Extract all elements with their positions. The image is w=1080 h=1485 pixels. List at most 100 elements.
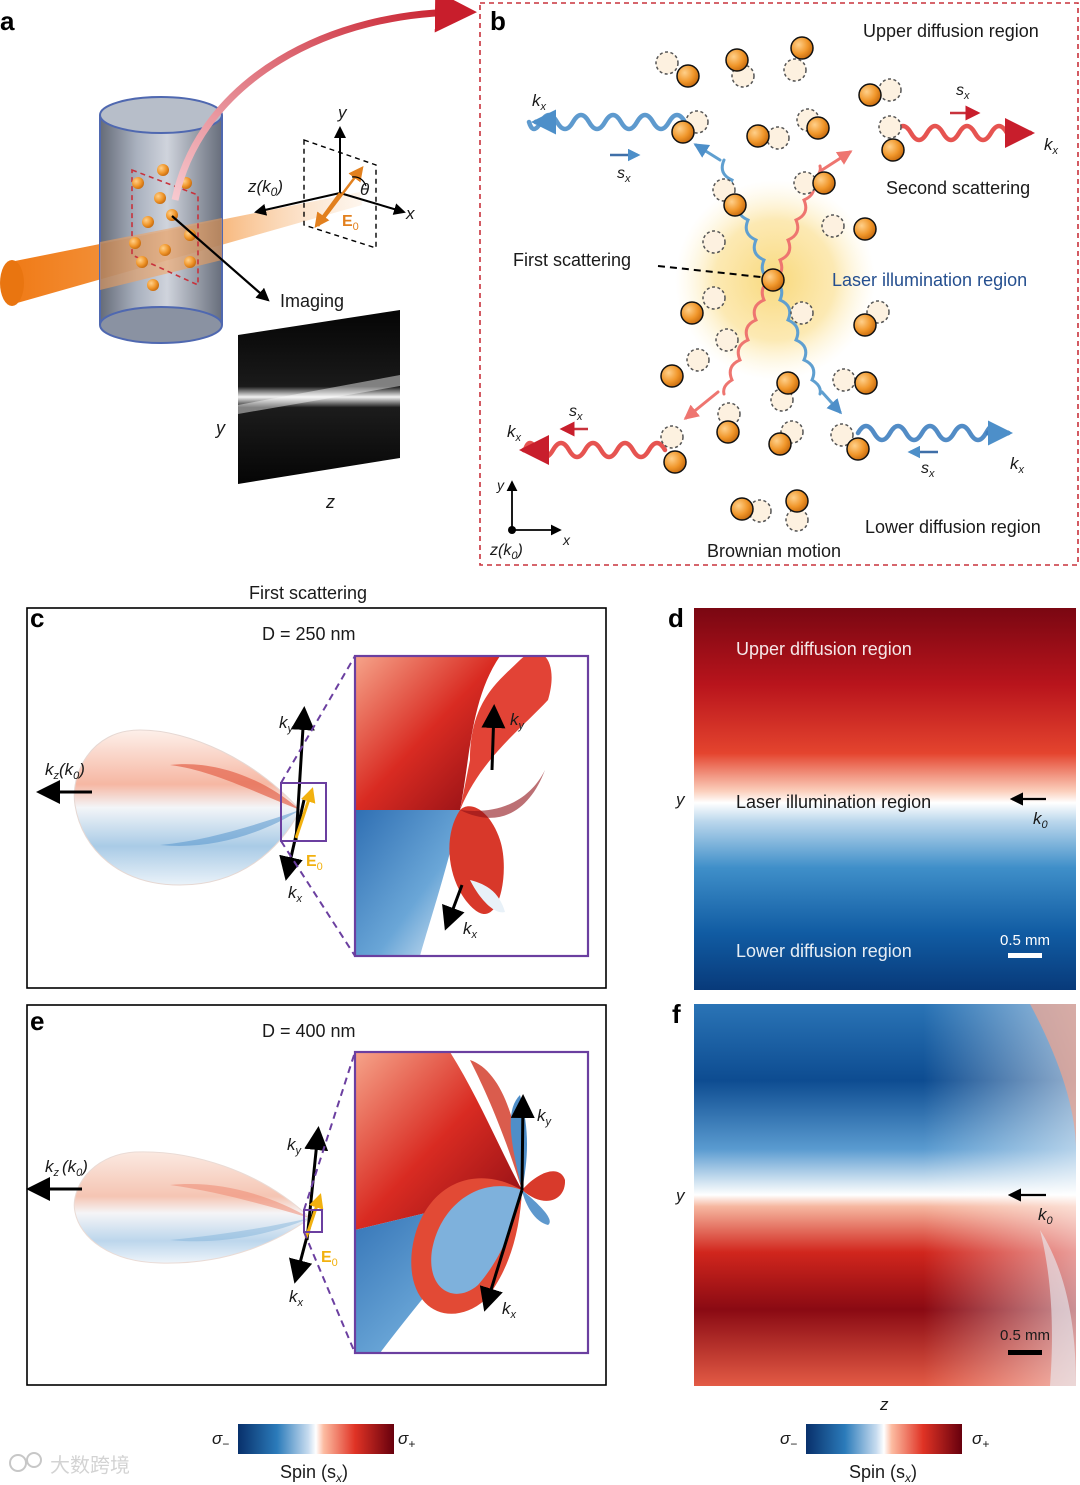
panel-d-scale-label: 0.5 mm [1000,932,1050,949]
watermark: 大数跨境 [9,1452,130,1477]
colorbar-right: σ− σ+ Spin (sx) [780,1424,989,1485]
kx-label-lr: kx [1010,454,1025,476]
panel-c-kz-label: kz(k0) [45,760,85,782]
panel-c-ky-arrow [290,706,315,841]
imaging-arrow [171,215,270,302]
kx-label-ll: kx [507,422,522,444]
panel-e-lobe [73,1151,311,1264]
panel-e-ky-label: ky [287,1135,303,1157]
second-scattering-label: Second scattering [886,178,1030,198]
panel-d-lower-label: Lower diffusion region [736,941,912,961]
panel-f-axis-z: z [879,1395,889,1414]
sx-indicators [559,105,981,459]
colorbar-left-max: σ+ [398,1429,415,1451]
kx-label-ul: kx [532,91,547,113]
panel-d-laser-label: Laser illumination region [736,792,931,812]
panel-e-lobe-red-core [170,1184,310,1218]
lower-region-label: Lower diffusion region [865,517,1041,537]
axis-z-k0-label: z(k0) [247,177,283,199]
colorbar-left-gradient [238,1424,394,1454]
panel-e-lobe-blue-core [170,1218,310,1242]
panel-d-axis-y: y [675,790,686,809]
sx-label-ul: sx [617,165,631,185]
panel-a: a [0,0,477,512]
panel-b-letter: b [490,6,506,36]
zoom-arc [171,0,477,201]
panel-c-zoom-line-top [280,655,356,784]
panel-c-zoom-source [280,782,327,842]
scattered-waves [519,109,1035,465]
brownian-motion-label: Brownian motion [707,541,841,561]
panel-d-k0-label: k0 [1033,809,1049,831]
panel-a-axes [254,126,406,249]
panel-d-scale-bar [1008,953,1042,958]
colorbar-left-min: σ− [212,1429,229,1451]
panel-e-zoom-line-bottom [303,1231,356,1354]
panel-c-e0-arrow [294,787,316,839]
panel-c-letter: c [30,603,44,633]
panel-e-diameter: D = 400 nm [262,1021,356,1041]
panel-c-lobe-red-core [170,764,300,810]
panel-b: b Upper diffusion region Second scatteri… [479,2,1079,566]
panel-c-kx-label: kx [288,883,303,905]
colorbar-right-min: σ− [780,1429,797,1451]
panel-b-frame [479,2,1079,566]
e0-label: E0 [342,213,359,233]
panel-e-inset-kx: kx [502,1299,517,1321]
sx-label-ur: sx [956,82,970,102]
brownian-particles [655,36,905,532]
panel-f-scale-bar [1008,1350,1042,1355]
colorbar-right-title: Spin (sx) [849,1462,917,1485]
panel-f-scale-label: 0.5 mm [1000,1327,1050,1344]
panel-c-zoom-inset [353,654,590,958]
panel-f-k0-label: k0 [1038,1205,1054,1227]
theta-label: θ [360,180,370,199]
panel-e-e0-label: E0 [321,1249,338,1269]
panel-c-zoom-line-bottom [280,840,356,957]
colorbar-left-title: Spin (sx) [280,1462,348,1485]
sample-cylinder [99,96,223,344]
panel-c: First scattering c D = 250 nm kz(k0) ky … [26,583,607,989]
panel-e-inset-ky: ky [537,1106,553,1128]
first-scattering-label: First scattering [513,250,631,270]
panel-c-diameter: D = 250 nm [262,624,356,644]
panel-f: f y k0 0.5 mm z [672,999,1076,1414]
panel-b-axes [506,480,562,536]
laser-beam-end [0,260,24,306]
image-axis-y: y [214,418,226,438]
sx-label-ll: sx [569,403,583,423]
panel-e-zoom-source [303,1209,323,1233]
colorbar-right-gradient [806,1424,962,1454]
image-axis-z: z [325,492,335,512]
panel-c-lobe-blue-core [160,810,300,846]
panel-c-lobe [73,729,301,886]
panel-d: d Upper diffusion region Laser illuminat… [668,603,1076,990]
panel-f-axis-y: y [675,1186,686,1205]
imaging-result [238,310,400,484]
panel-f-edge-light [1040,1230,1076,1386]
watermark-text: 大数跨境 [50,1453,130,1477]
panel-c-e0-label: E0 [306,853,323,873]
panel-e-kz-label: kz(k0) [45,1157,88,1179]
colorbar-right-max: σ+ [972,1429,989,1451]
panel-a-letter: a [0,6,15,36]
panel-d-upper-label: Upper diffusion region [736,639,912,659]
panel-f-edge-red [1030,1004,1076,1150]
panel-c-inset-kx: kx [463,919,478,941]
panel-e-letter: e [30,1006,44,1036]
panel-e-kx-label: kx [289,1287,304,1309]
panel-b-axis-x: x [562,532,571,548]
panel-f-letter: f [672,999,681,1029]
colorbar-left: σ− σ+ Spin (sx) [212,1424,415,1485]
first-scattering-header: First scattering [249,583,367,603]
panel-b-axis-y: y [496,477,505,493]
axis-x-label: x [405,204,415,223]
panel-d-letter: d [668,603,684,633]
panel-e-zoom-line-top [303,1051,356,1211]
cylinder-particles [129,164,196,291]
panel-c-inset-ky: ky [510,710,526,732]
axis-y-label: y [337,103,348,122]
imaging-result-stripe [238,375,400,414]
panel-b-axis-z: z(k0) [489,542,523,562]
